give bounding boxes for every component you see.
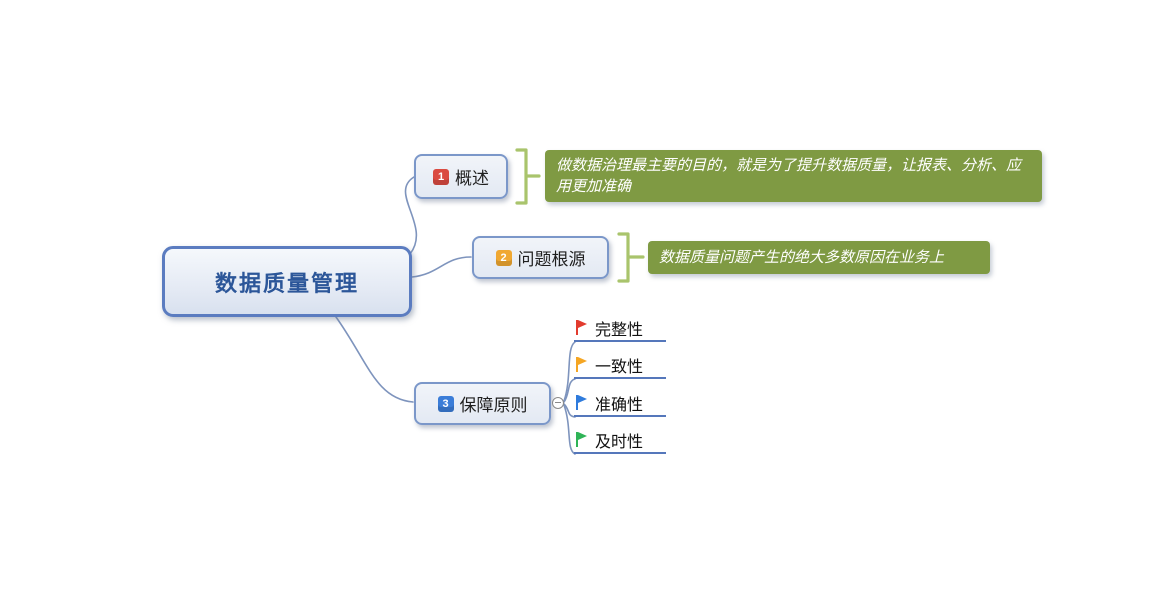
connector-root-to-rootcause [411,256,472,278]
number-1-badge-icon: 1 [433,168,449,185]
subtopic-accuracy[interactable]: 准确性 [574,390,666,417]
subtopic-consistency[interactable]: 一致性 [574,352,666,379]
summary-bracket-rootcause [617,232,645,283]
red-flag-icon [576,320,589,335]
topic-root-cause-label: 问题根源 [517,250,586,269]
root-topic[interactable]: 数据质量管理 [162,246,412,317]
subtopic-timeliness-label: 及时性 [595,433,644,451]
summary-root-cause-text: 数据质量问题产生的绝大多数原因在业务上 [659,249,945,266]
summary-overview[interactable]: 做数据治理最主要的目的，就是为了提升数据质量，让报表、分析、应用更加准确 [545,150,1042,202]
topic-principles[interactable]: 3 保障原则 [414,382,551,425]
subtopic-completeness[interactable]: 完整性 [574,315,666,342]
subtopic-consistency-label: 一致性 [595,358,644,376]
summary-root-cause[interactable]: 数据质量问题产生的绝大多数原因在业务上 [648,241,990,274]
topic-overview[interactable]: 1 概述 [414,154,508,199]
summary-overview-text: 做数据治理最主要的目的，就是为了提升数据质量，让报表、分析、应用更加准确 [556,157,1022,195]
subtopic-accuracy-label: 准确性 [595,396,644,414]
subtopic-completeness-label: 完整性 [595,321,644,339]
number-2-badge-icon: 2 [495,249,512,266]
summary-bracket-overview [515,148,541,205]
green-flag-icon [576,432,589,447]
connector-root-to-principles [335,316,414,403]
topic-root-cause[interactable]: 2 问题根源 [472,236,609,279]
root-topic-label: 数据质量管理 [214,270,359,296]
blue-flag-icon [576,395,589,410]
collapse-toggle-icon[interactable] [552,397,564,409]
subtopic-timeliness[interactable]: 及时性 [574,427,666,454]
orange-flag-icon [576,357,589,372]
topic-overview-label: 概述 [455,169,489,188]
topic-principles-label: 保障原则 [459,396,528,415]
number-3-badge-icon: 3 [437,395,454,412]
